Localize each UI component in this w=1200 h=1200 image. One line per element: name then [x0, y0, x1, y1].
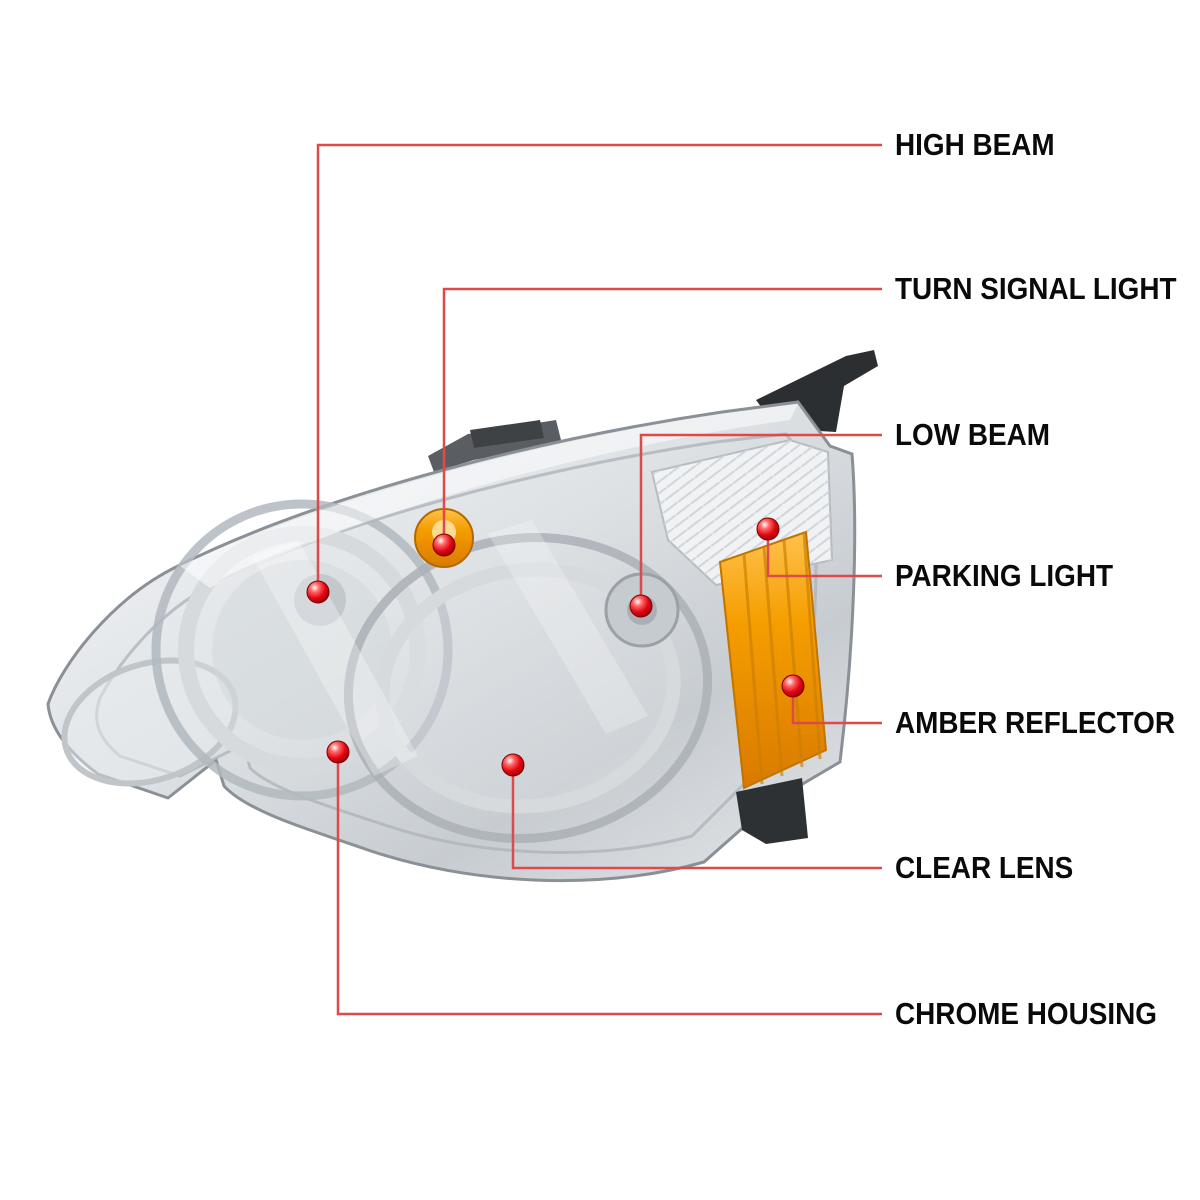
leader-lines — [316, 143, 882, 1016]
leader-line-parking-light — [766, 529, 882, 578]
lens-streak-highlight — [252, 540, 418, 776]
leader-line-chrome-housing — [336, 752, 882, 1016]
low-beam-ring-outer — [343, 533, 713, 843]
label-turn-signal-light: TURN SIGNAL LIGHT — [895, 271, 1177, 306]
marker-dot-high-beam — [306, 580, 330, 604]
label-clear-lens: CLEAR LENS — [895, 850, 1074, 885]
leader-line-high-beam — [316, 143, 882, 592]
leader-line-low-beam — [639, 433, 882, 606]
marker-dot-parking-light — [756, 517, 780, 541]
marker-dot-low-beam — [629, 594, 653, 618]
marker-dot-clear-lens — [501, 753, 525, 777]
marker-dots — [306, 517, 805, 777]
label-amber-reflector: AMBER REFLECTOR — [895, 705, 1176, 740]
high-beam-ring-outer — [151, 499, 453, 801]
label-high-beam: HIGH BEAM — [895, 127, 1055, 162]
amber-reflector-ribs — [742, 532, 822, 785]
label-low-beam: LOW BEAM — [895, 417, 1050, 452]
leader-line-clear-lens — [511, 765, 882, 870]
marker-dot-amber-reflector — [781, 674, 805, 698]
bulb-socket-cap-icon — [470, 420, 544, 448]
label-parking-light: PARKING LIGHT — [895, 558, 1114, 593]
label-chrome-housing: CHROME HOUSING — [895, 996, 1157, 1031]
leader-line-turn-signal-light — [442, 287, 882, 545]
lens-streak-highlight — [488, 520, 648, 734]
top-edge-sheen — [180, 404, 798, 588]
low-beam-ring-inner — [375, 562, 681, 814]
marker-dot-turn-signal-light — [432, 533, 456, 557]
marker-dot-chrome-housing — [326, 740, 350, 764]
headlight-illustration — [46, 350, 878, 883]
leader-line-amber-reflector — [791, 686, 882, 725]
mounting-bracket-bottom-icon — [736, 778, 808, 844]
